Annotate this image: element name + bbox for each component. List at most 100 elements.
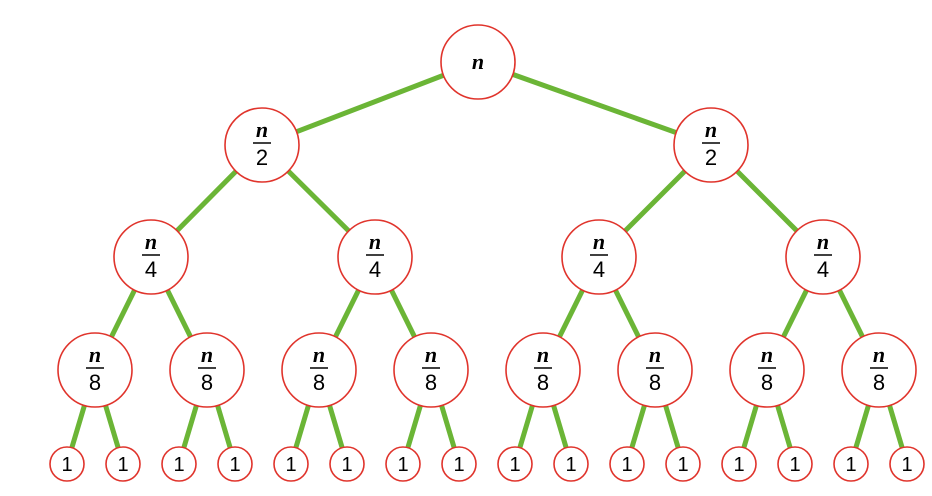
node-denominator: 8 xyxy=(761,370,773,395)
node-numerator: n xyxy=(817,229,829,254)
node-denominator: 4 xyxy=(593,257,605,282)
node-circle xyxy=(609,446,645,482)
node-numerator: n xyxy=(89,342,101,367)
tree-node: n8 xyxy=(281,332,357,408)
node-circle xyxy=(721,446,757,482)
node-numerator: n xyxy=(873,342,885,367)
node-circle xyxy=(169,332,245,408)
node-denominator: 4 xyxy=(369,257,381,282)
node-denominator: 8 xyxy=(537,370,549,395)
tree-node: 1 xyxy=(777,446,813,482)
tree-node: 1 xyxy=(889,446,925,482)
node-circle xyxy=(440,24,516,100)
node-circle xyxy=(49,446,85,482)
node-circle xyxy=(505,332,581,408)
tree-node: n2 xyxy=(673,107,749,183)
leaf-label: 1 xyxy=(677,454,688,476)
tree-node: n4 xyxy=(561,219,637,295)
leaf-label: 1 xyxy=(341,454,352,476)
tree-node: 1 xyxy=(273,446,309,482)
leaf-label: 1 xyxy=(173,454,184,476)
node-numerator: n xyxy=(705,117,717,142)
tree-node: n8 xyxy=(57,332,133,408)
node-circle xyxy=(337,219,413,295)
node-denominator: 8 xyxy=(89,370,101,395)
leaf-label: 1 xyxy=(509,454,520,476)
leaf-label: 1 xyxy=(229,454,240,476)
tree-node: n4 xyxy=(337,219,413,295)
node-circle xyxy=(833,446,869,482)
node-circle xyxy=(841,332,917,408)
tree-node: 1 xyxy=(105,446,141,482)
tree-edge xyxy=(259,59,481,148)
node-denominator: 4 xyxy=(145,257,157,282)
node-denominator: 8 xyxy=(873,370,885,395)
node-circle xyxy=(441,446,477,482)
tree-node: 1 xyxy=(161,446,197,482)
node-numerator: n xyxy=(201,342,213,367)
node-denominator: 2 xyxy=(705,145,717,170)
node-numerator: n xyxy=(761,342,773,367)
node-numerator: n xyxy=(256,117,268,142)
node-denominator: 4 xyxy=(817,257,829,282)
node-circle xyxy=(217,446,253,482)
node-numerator: n xyxy=(313,342,325,367)
tree-node: n4 xyxy=(113,219,189,295)
node-circle xyxy=(329,446,365,482)
node-denominator: 8 xyxy=(313,370,325,395)
node-denominator: 8 xyxy=(649,370,661,395)
node-numerator: n xyxy=(649,342,661,367)
node-circle xyxy=(385,446,421,482)
tree-node: n8 xyxy=(841,332,917,408)
tree-node: 1 xyxy=(49,446,85,482)
leaf-label: 1 xyxy=(845,454,856,476)
leaf-label: 1 xyxy=(117,454,128,476)
leaf-label: 1 xyxy=(565,454,576,476)
leaf-label: 1 xyxy=(789,454,800,476)
tree-node: n8 xyxy=(729,332,805,408)
node-numerator: n xyxy=(425,342,437,367)
leaf-label: 1 xyxy=(397,454,408,476)
leaf-label: 1 xyxy=(621,454,632,476)
tree-edge xyxy=(475,59,714,148)
leaf-label: 1 xyxy=(901,454,912,476)
node-circle xyxy=(561,219,637,295)
leaf-label: 1 xyxy=(733,454,744,476)
tree-node: n xyxy=(440,24,516,100)
node-circle xyxy=(785,219,861,295)
node-numerator: n xyxy=(537,342,549,367)
node-denominator: 8 xyxy=(201,370,213,395)
tree-node: 1 xyxy=(665,446,701,482)
tree-node: 1 xyxy=(721,446,757,482)
tree-node: 1 xyxy=(385,446,421,482)
node-circle xyxy=(777,446,813,482)
node-circle xyxy=(889,446,925,482)
node-circle xyxy=(105,446,141,482)
tree-node: 1 xyxy=(441,446,477,482)
tree-node: n4 xyxy=(785,219,861,295)
node-circle xyxy=(617,332,693,408)
node-circle xyxy=(57,332,133,408)
node-circle xyxy=(497,446,533,482)
tree-node: 1 xyxy=(833,446,869,482)
node-circle xyxy=(273,446,309,482)
node-circle xyxy=(553,446,589,482)
leaf-label: 1 xyxy=(61,454,72,476)
tree-node: n2 xyxy=(224,107,300,183)
tree-node: n8 xyxy=(617,332,693,408)
node-circle xyxy=(665,446,701,482)
node-label: n xyxy=(472,49,484,74)
leaf-label: 1 xyxy=(285,454,296,476)
node-numerator: n xyxy=(593,229,605,254)
tree-node: 1 xyxy=(329,446,365,482)
tree-node: 1 xyxy=(497,446,533,482)
node-circle xyxy=(393,332,469,408)
tree-node: n8 xyxy=(169,332,245,408)
tree-node: 1 xyxy=(609,446,645,482)
node-denominator: 2 xyxy=(256,145,268,170)
node-denominator: 8 xyxy=(425,370,437,395)
node-circle xyxy=(673,107,749,183)
node-numerator: n xyxy=(145,229,157,254)
